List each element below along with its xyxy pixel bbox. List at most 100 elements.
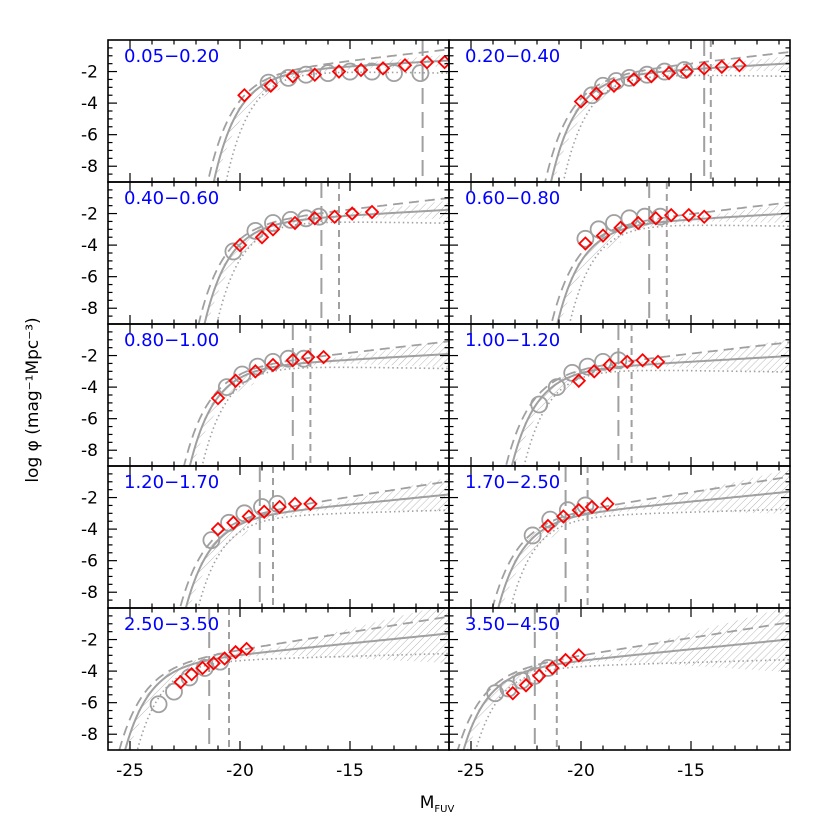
data-point-diamond	[505, 685, 521, 701]
model-dotted	[523, 369, 790, 466]
data-point-diamond	[419, 54, 435, 70]
x-tick-label: -25	[457, 761, 485, 781]
data-point-diamond	[272, 499, 287, 515]
data-point-circle	[149, 695, 168, 714]
y-tick-label: -4	[81, 378, 98, 398]
data-point-diamond	[661, 65, 677, 81]
model-dashed	[183, 340, 449, 466]
data-point-diamond	[600, 496, 615, 512]
y-tick-label: -6	[81, 552, 98, 572]
data-point-diamond	[635, 353, 650, 368]
data-point-diamond	[589, 86, 604, 101]
data-point-diamond	[239, 641, 254, 657]
redshift-bin-label: 0.80−1.00	[124, 330, 219, 351]
data-point-diamond	[518, 678, 534, 693]
plot-area	[491, 466, 790, 608]
redshift-bin-label: 0.05−0.20	[124, 46, 219, 67]
data-point-diamond	[732, 57, 747, 73]
plot-area	[179, 466, 449, 608]
data-point-circle	[675, 61, 694, 79]
data-point-diamond	[353, 62, 369, 78]
data-point-diamond	[644, 69, 659, 84]
data-point-diamond	[397, 57, 413, 73]
data-point-circle	[385, 64, 403, 83]
uncertainty-band	[556, 204, 789, 324]
data-point-diamond	[613, 220, 628, 236]
y-tick-label: -8	[81, 725, 98, 745]
panel-3: -2-4-6-80.40−0.60	[81, 181, 450, 325]
data-point-diamond	[303, 496, 318, 512]
x-axis-label-main: M	[420, 793, 435, 813]
uncertainty-band	[124, 608, 448, 750]
plot-area	[197, 182, 449, 324]
data-point-diamond	[584, 499, 600, 515]
schechter-fit-solid	[556, 212, 790, 324]
data-point-circle	[576, 229, 595, 248]
data-point-circle	[233, 365, 252, 384]
data-point-diamond	[307, 67, 323, 82]
data-point-circle	[202, 531, 221, 550]
x-tick-label: -20	[226, 761, 254, 781]
model-dashed	[206, 48, 449, 182]
data-point-diamond	[375, 61, 391, 76]
data-point-diamond	[573, 94, 589, 109]
data-point-diamond	[696, 61, 712, 76]
data-point-diamond	[226, 515, 241, 531]
panel-10: -25-20-153.50−4.50	[448, 607, 791, 781]
x-tick-label: -25	[116, 761, 144, 781]
data-point-diamond	[287, 496, 303, 512]
data-point-diamond	[265, 222, 281, 237]
x-tick-label: -15	[677, 761, 705, 781]
uncertainty-band	[203, 200, 448, 324]
data-point-circle	[525, 666, 544, 685]
y-tick-label: -4	[81, 94, 98, 114]
y-tick-label: -6	[81, 126, 98, 146]
data-point-circle	[541, 510, 560, 529]
redshift-bin-label: 1.70−2.50	[465, 472, 560, 493]
y-tick-label: -6	[81, 410, 98, 430]
data-point-circle	[246, 222, 265, 240]
plot-area	[118, 608, 449, 750]
y-tick-label: -8	[81, 157, 98, 177]
y-tick-label: -8	[81, 583, 98, 603]
x-axis-label-subscript: FUV	[434, 804, 454, 815]
data-point-diamond	[327, 209, 342, 224]
data-point-diamond	[606, 78, 622, 94]
data-point-diamond	[679, 64, 694, 79]
data-point-circle	[530, 395, 549, 414]
schechter-fit-solid	[510, 355, 790, 466]
redshift-bin-label: 0.60−0.80	[465, 188, 560, 209]
redshift-bin-label: 1.00−1.20	[465, 330, 560, 351]
data-point-circle	[539, 659, 557, 677]
data-point-diamond	[285, 69, 301, 84]
plot-area	[206, 40, 449, 182]
model-dashed	[118, 615, 449, 750]
model-dashed	[456, 621, 790, 750]
data-point-circle	[224, 242, 243, 261]
data-point-circle	[499, 679, 518, 698]
data-point-diamond	[228, 644, 243, 660]
y-tick-label: -4	[81, 520, 98, 540]
data-point-circle	[547, 378, 566, 397]
data-point-diamond	[571, 373, 587, 389]
model-dotted	[225, 71, 449, 182]
data-point-circle	[165, 682, 183, 701]
data-point-diamond	[696, 209, 712, 224]
data-point-diamond	[531, 668, 547, 684]
uncertainty-band	[185, 477, 448, 608]
data-point-diamond	[626, 72, 642, 87]
y-tick-label: -4	[81, 662, 98, 682]
panel-7: -2-4-6-81.20−1.70	[81, 465, 450, 609]
data-point-diamond	[558, 652, 573, 668]
model-dotted	[474, 658, 790, 750]
data-point-diamond	[571, 502, 587, 518]
schechter-fit-solid	[497, 490, 790, 608]
y-tick-label: -2	[81, 631, 98, 651]
data-point-circle	[486, 684, 505, 703]
axis-labels: log φ (mag⁻¹Mpc⁻³) MFUV	[23, 317, 454, 815]
data-point-diamond	[556, 509, 571, 524]
x-tick-label: -15	[336, 761, 364, 781]
schechter-fit-solid	[550, 62, 790, 182]
data-point-diamond	[663, 207, 679, 223]
